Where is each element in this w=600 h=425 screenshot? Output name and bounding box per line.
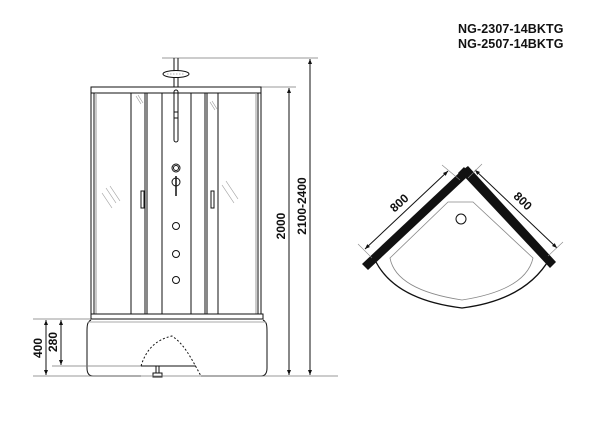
dimension-800-left: 800 bbox=[357, 164, 461, 259]
drain-icon bbox=[455, 213, 467, 225]
model-number-1: NG-2307-14BKTG bbox=[458, 22, 564, 36]
dimension-2100-2400: 2100-2400 bbox=[295, 59, 312, 375]
top-view bbox=[362, 166, 556, 309]
svg-text:800: 800 bbox=[511, 189, 535, 213]
massage-jet-icon bbox=[172, 250, 180, 258]
model-number-2: NG-2507-14BKTG bbox=[458, 37, 564, 51]
svg-text:280: 280 bbox=[46, 332, 60, 352]
svg-text:2100-2400: 2100-2400 bbox=[295, 177, 309, 235]
overhead-shower-icon bbox=[162, 58, 190, 90]
glass-reflection-icon bbox=[101, 94, 239, 209]
massage-jet-icon bbox=[172, 276, 180, 284]
svg-text:2000: 2000 bbox=[274, 212, 288, 239]
massage-jet-icon bbox=[172, 222, 180, 230]
front-view bbox=[33, 57, 338, 378]
dimension-400: 400 bbox=[31, 320, 48, 375]
door-handle-left bbox=[140, 190, 145, 209]
shower-tray bbox=[86, 313, 268, 378]
svg-text:800: 800 bbox=[387, 191, 411, 215]
door-handle-right bbox=[210, 190, 215, 209]
dimension-2000: 2000 bbox=[274, 88, 291, 375]
thermostat-knob-icon bbox=[171, 163, 181, 173]
dimension-280: 280 bbox=[46, 320, 63, 365]
svg-text:400: 400 bbox=[31, 338, 45, 358]
model-title-block: NG-2307-14BKTG NG-2507-14BKTG bbox=[458, 22, 564, 52]
